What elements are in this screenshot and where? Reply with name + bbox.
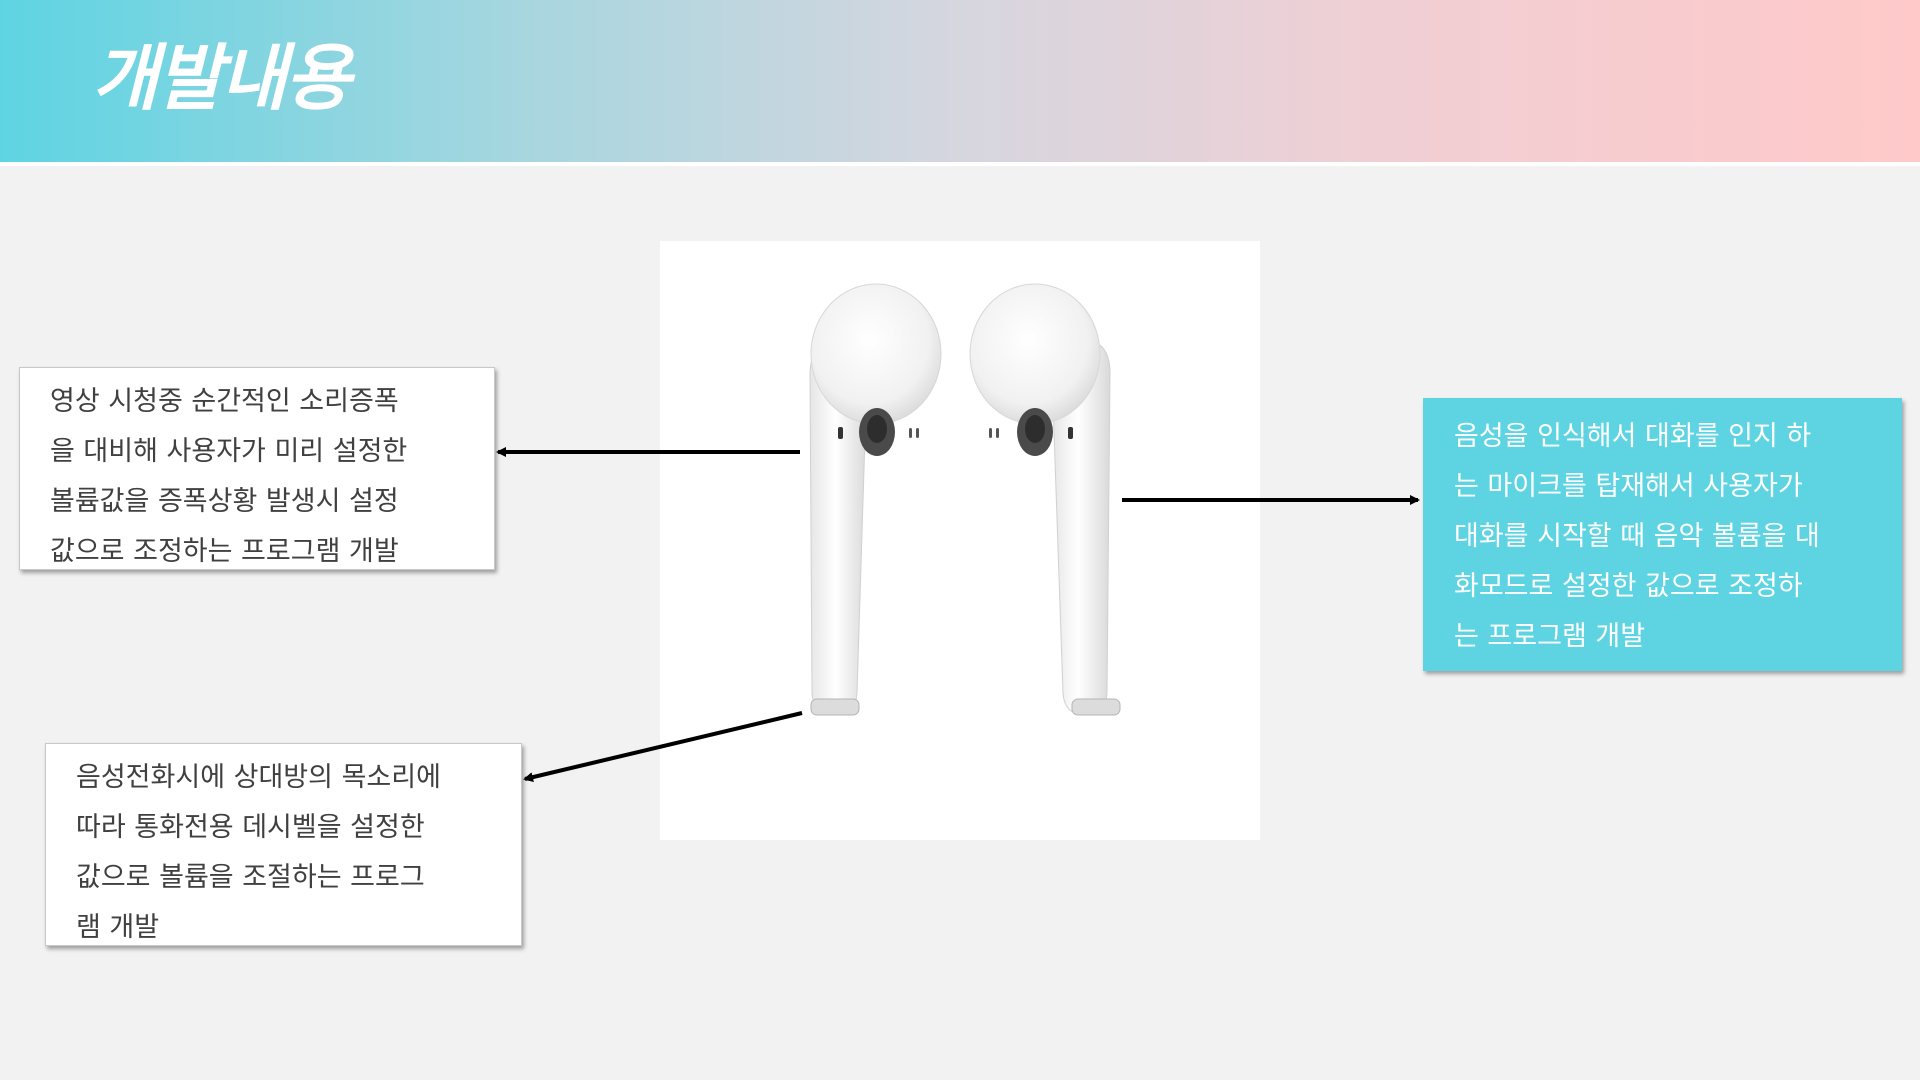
note-line: 영상 시청중 순간적인 소리증폭 [50, 386, 399, 417]
note-conversation-mode: 음성을 인식해서 대화를 인지 하 는 마이크를 탑재해서 사용자가 대화를 시… [1423, 398, 1902, 671]
note-volume-spike: 영상 시청중 순간적인 소리증폭 을 대비해 사용자가 미리 설정한 볼륨값을 … [19, 367, 495, 570]
note-line: 을 대비해 사용자가 미리 설정한 [50, 436, 408, 467]
right-airpod [969, 283, 1121, 716]
left-airpod [809, 283, 942, 716]
airpods-illustration [809, 283, 1121, 716]
note-line: 음성전화시에 상대방의 목소리에 [76, 762, 441, 793]
airpods-photo [660, 241, 1260, 840]
note-line: 화모드로 설정한 값으로 조정하 [1454, 571, 1803, 602]
header-divider [0, 162, 1920, 166]
note-line: 는 프로그램 개발 [1454, 621, 1646, 652]
header-banner [0, 0, 1920, 162]
note-line: 값으로 조정하는 프로그램 개발 [50, 536, 399, 567]
note-line: 램 개발 [76, 912, 160, 943]
note-line: 음성을 인식해서 대화를 인지 하 [1454, 421, 1812, 452]
slide-title: 개발내용 [92, 36, 351, 120]
note-call-volume: 음성전화시에 상대방의 목소리에 따라 통화전용 데시벨을 설정한 값으로 볼륨… [45, 743, 522, 946]
note-line: 볼륨값을 증폭상황 발생시 설정 [50, 486, 399, 517]
note-line: 는 마이크를 탑재해서 사용자가 [1454, 471, 1803, 502]
note-line: 따라 통화전용 데시벨을 설정한 [76, 812, 425, 843]
note-line: 값으로 볼륨을 조절하는 프로그 [76, 862, 425, 893]
note-line: 대화를 시작할 때 음악 볼륨을 대 [1454, 521, 1820, 552]
